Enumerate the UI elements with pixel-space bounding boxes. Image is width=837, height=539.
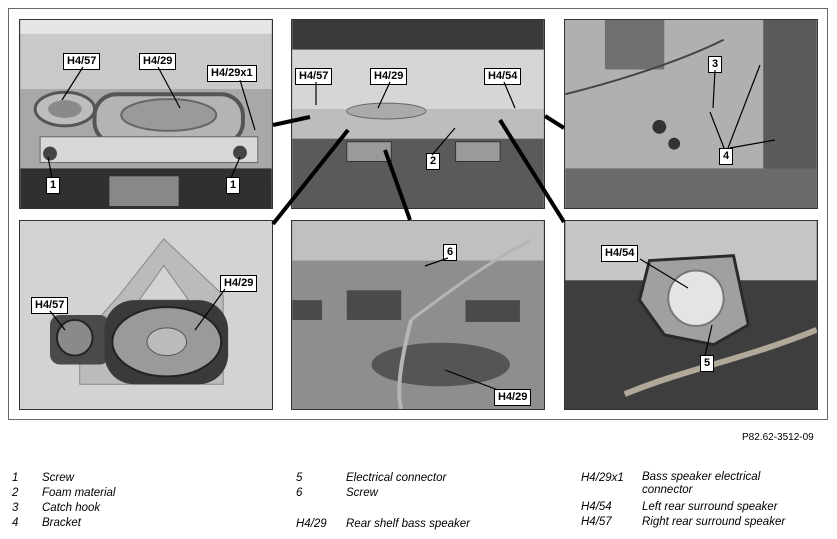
photo-catch-hook-bracket-image	[565, 20, 817, 208]
legend-key: 3	[12, 502, 19, 514]
legend-value: Electrical connector	[346, 472, 447, 484]
legend-value: Foam material	[42, 487, 116, 499]
photo-rear-shelf-underside	[291, 220, 545, 410]
callout-3-panel3: 3	[708, 56, 723, 73]
photo-rear-shelf-speakers	[19, 19, 273, 209]
label-h4-29-panel5: H4/29	[494, 389, 532, 406]
legend-value: Catch hook	[42, 502, 101, 514]
label-h4-57-panel4: H4/57	[31, 297, 69, 314]
callout-6-panel5: 6	[443, 244, 458, 261]
label-h4-54-panel2: H4/54	[484, 68, 522, 85]
photo-rear-shelf-underside-image	[292, 221, 544, 409]
callout-4-panel3: 4	[719, 148, 734, 165]
label-h4-57-panel1: H4/57	[63, 53, 101, 70]
legend-value: Right rear surround speaker	[642, 516, 786, 528]
label-h4-29-panel2: H4/29	[370, 68, 408, 85]
photo-left-surround-speaker-image	[565, 221, 817, 409]
callout-5-panel6: 5	[700, 355, 715, 372]
legend-key: H4/54	[581, 501, 612, 513]
legend-value: Screw	[346, 487, 378, 499]
callout-2-panel2: 2	[426, 153, 441, 170]
legend-key: 2	[12, 487, 19, 499]
figure-reference: P82.62-3512-09	[742, 432, 814, 443]
label-h4-54-panel6: H4/54	[601, 245, 639, 262]
photo-catch-hook-bracket	[564, 19, 818, 209]
legend-key: 5	[296, 472, 303, 484]
legend-key: H4/29	[296, 518, 327, 530]
photo-rear-shelf-overview	[291, 19, 545, 209]
label-h4-29-panel4: H4/29	[220, 275, 258, 292]
label-h4-29-panel1: H4/29	[139, 53, 177, 70]
illustration-bass-speaker-assembly	[19, 220, 273, 410]
label-h4-57-panel2: H4/57	[295, 68, 333, 85]
callout-1-right-panel1: 1	[226, 177, 241, 194]
legend-key: 6	[296, 487, 303, 499]
callout-1-left-panel1: 1	[46, 177, 61, 194]
legend-value: Bracket	[42, 517, 81, 529]
legend-key: H4/57	[581, 516, 612, 528]
legend-value: Screw	[42, 472, 74, 484]
label-h4-29x1-panel1: H4/29x1	[207, 65, 257, 82]
legend-key: 1	[12, 472, 19, 484]
legend-value: Bass speaker electrical connector	[642, 471, 761, 496]
photo-left-surround-speaker	[564, 220, 818, 410]
photo-rear-shelf-overview-image	[292, 20, 544, 208]
legend-key: H4/29x1	[581, 472, 624, 484]
legend-key: 4	[12, 517, 19, 529]
legend-value: Left rear surround speaker	[642, 501, 778, 513]
illustration-bass-speaker-assembly-image	[50, 238, 229, 385]
legend-value: Rear shelf bass speaker	[346, 518, 471, 530]
